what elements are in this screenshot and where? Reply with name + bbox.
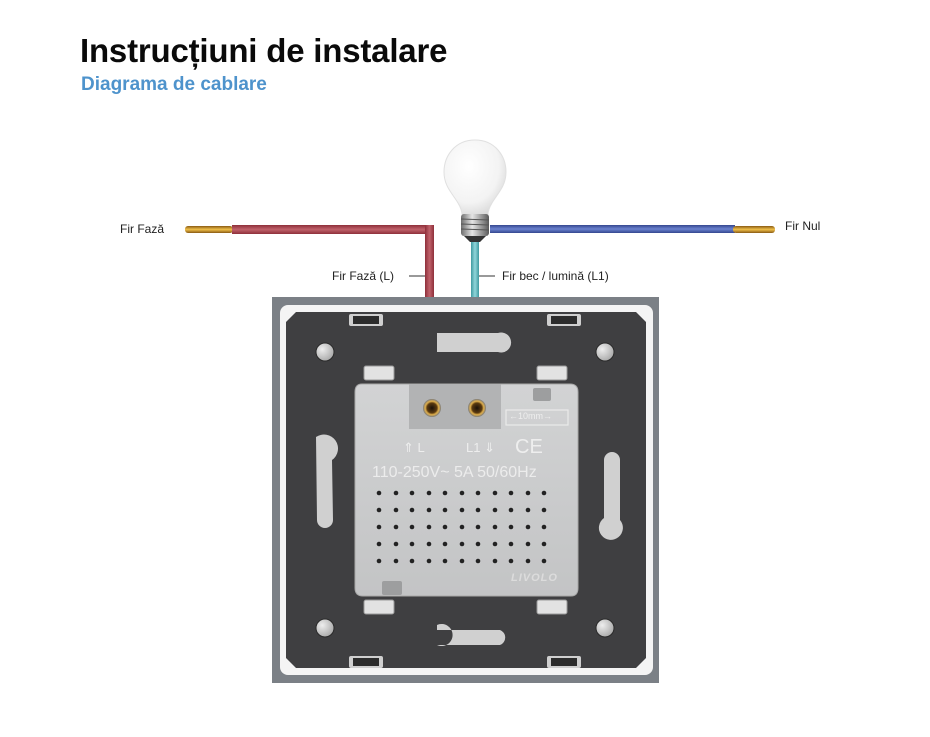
terminal-l1 bbox=[468, 399, 486, 417]
page-title: Instrucțiuni de instalare bbox=[80, 32, 448, 69]
module-rating: 110-250V~ 5A 50/60Hz bbox=[372, 464, 537, 481]
page-subtitle: Diagrama de cablare bbox=[81, 74, 267, 95]
ce-mark: CE bbox=[515, 436, 543, 458]
label-neutral-wire: Fir Nul bbox=[785, 219, 821, 233]
brand-logo: LIVOLO bbox=[511, 572, 558, 584]
label-phase-wire: Fir Fază bbox=[120, 222, 165, 236]
module-label-l1: L1 ⇓ bbox=[466, 440, 495, 455]
switch-module bbox=[354, 383, 579, 597]
strip-length-gauge: ←10mm→ bbox=[509, 411, 553, 421]
terminal-l-text: L bbox=[417, 440, 425, 455]
label-phase-wire-l: Fir Fază (L) bbox=[332, 269, 395, 283]
label-bulb-wire-l1: Fir bec / lumină (L1) bbox=[502, 269, 609, 283]
module-label-l: ⇑ L bbox=[403, 440, 425, 455]
terminal-l bbox=[423, 399, 441, 417]
terminal-l1-text: L1 bbox=[466, 440, 481, 455]
light-bulb-icon bbox=[443, 139, 507, 242]
neutral-wire bbox=[490, 225, 775, 233]
